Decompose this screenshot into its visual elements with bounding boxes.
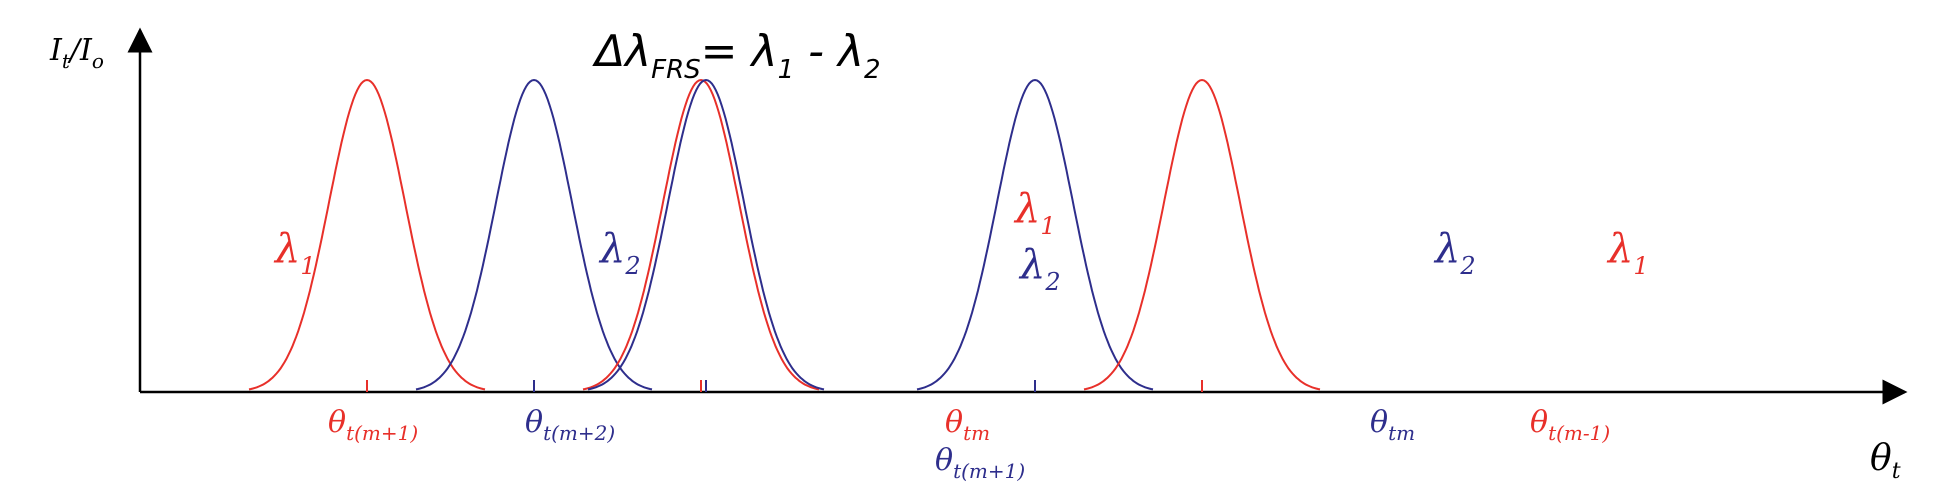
peaks-layer [248,78,1321,391]
peak-blue-2 [587,78,825,391]
tick-label-theta-m-minus-1-red: θt(m-1) [1530,405,1610,445]
curve-label-blue-left: λ2 [598,226,641,280]
peak-red-2 [582,78,820,391]
tick-label-theta-m-plus-1-blue: θt(m+1) [935,443,1025,483]
peak-red-1 [248,78,486,391]
curve-label-red-right: λ1 [1606,226,1649,280]
peak-red-3 [1083,78,1321,391]
peak-blue-3 [916,78,1154,391]
ticks-layer [366,380,1203,392]
curve-label-red-center: λ1 [1013,186,1056,240]
peak-blue-1 [415,78,653,391]
x-axis-label: θt [1870,438,1901,484]
curve-label-blue-right: λ2 [1433,226,1476,280]
equation: ΔλFRS= λ1 - λ2 [592,26,881,85]
tick-label-theta-m-blue: θtm [1370,405,1415,445]
y-axis-label: It/Io [49,33,104,73]
tick-label-theta-m-plus-1-red: θt(m+1) [328,405,418,445]
tick-label-theta-m-plus-2-blue: θt(m+2) [525,405,615,445]
curve-label-blue-center: λ2 [1018,242,1061,296]
tick-label-theta-m-red: θtm [945,405,990,445]
curve-label-red-left: λ1 [273,226,316,280]
